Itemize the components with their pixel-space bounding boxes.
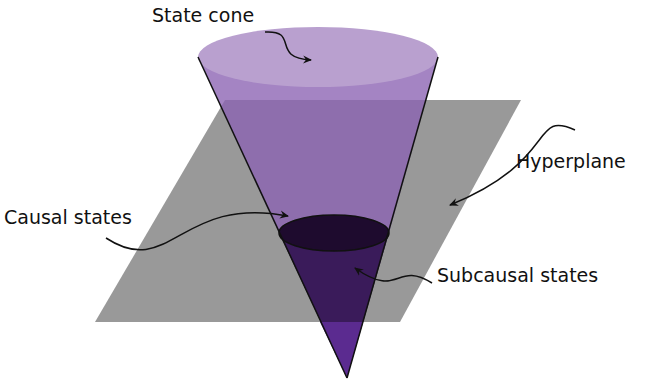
cone-edge [347, 57, 438, 378]
callout-label: Subcausal states [437, 264, 598, 287]
cone-top [198, 27, 438, 87]
cone-tip [320, 322, 363, 378]
leader-line [265, 32, 311, 60]
leader-line [355, 268, 432, 283]
subcausal-region [279, 233, 389, 378]
causal-ellipse [279, 215, 389, 251]
callout-label: Causal states [4, 206, 132, 229]
leader-line [106, 213, 288, 250]
callout-label: State cone [152, 4, 254, 27]
callout-label: Hyperplane [516, 150, 626, 173]
